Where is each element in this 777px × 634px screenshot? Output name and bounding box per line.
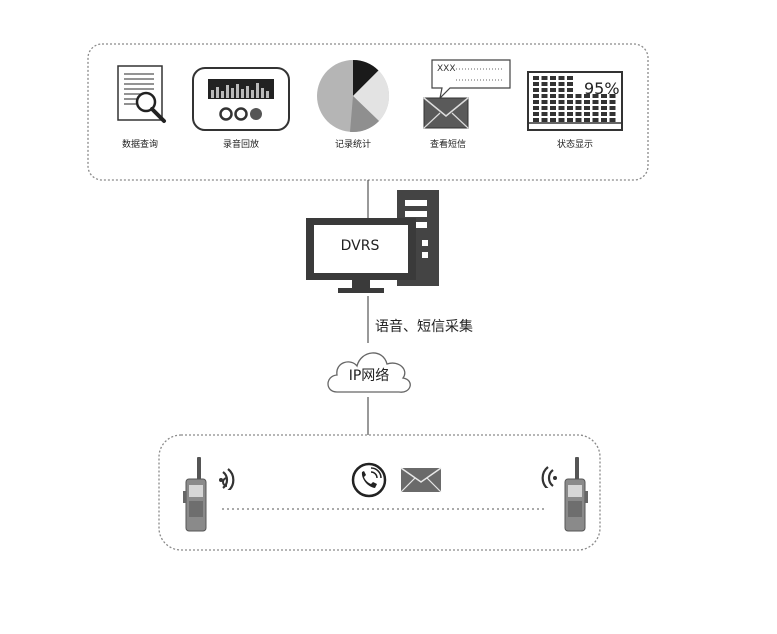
status-grid-cell [601,118,607,122]
walkie-talkie-icon [183,457,207,532]
status-percent: 95% [584,79,620,98]
status-grid-cell [567,82,573,86]
status-grid-cell [541,76,548,80]
statistics-label: 记录统计 [334,140,371,150]
status-grid-cell [533,112,539,116]
status-grid-cell [558,106,565,110]
status-grid-cell [558,82,565,86]
envelope-message-icon: XXX [423,59,511,129]
status-grid-cell [533,88,539,92]
status-grid-cell [609,112,616,116]
status-grid-cell [592,100,599,104]
status-grid-cell [592,94,599,98]
audio-player-icon [192,67,290,131]
status-grid-cell [584,100,590,104]
sms-view-label: 查看短信 [429,140,466,150]
status-grid-cell [533,76,539,80]
status-grid-cell [584,94,590,98]
data-query-label: 数据查询 [121,140,158,150]
status-grid-cell [567,118,573,122]
status-grid-cell [541,112,548,116]
status-grid-cell [575,106,582,110]
status-grid-cell [550,94,556,98]
status-grid-cell [550,76,556,80]
status-grid-cell [558,94,565,98]
status-grid-cell [533,82,539,86]
status-grid-cell [558,118,565,122]
phone-icon [351,462,387,498]
status-grid-cell [609,100,616,104]
status-grid-cell [550,106,556,110]
network-label: IP网络 [348,368,390,384]
link-caption: 语音、短信采集 [375,319,473,335]
status-label: 状态显示 [556,140,593,150]
status-grid-cell [567,76,573,80]
computer-server-icon [306,190,439,293]
status-grid-cell [567,106,573,110]
status-grid-cell [550,100,556,104]
signal-wave-icon [541,466,557,488]
status-grid-cell [541,88,548,92]
status-grid-cell [567,112,573,116]
status-grid-cell [550,118,556,122]
status-grid-cell [575,112,582,116]
status-grid-cell [541,94,548,98]
status-grid-cell [575,118,582,122]
status-grid-cell [550,88,556,92]
status-grid-cell [550,82,556,86]
status-grid-cell [601,112,607,116]
status-grid-cell [558,76,565,80]
status-grid-cell [541,100,548,104]
walkie-talkie-icon [564,457,588,532]
server-label: DVRS [340,238,380,254]
status-grid-cell [558,100,565,104]
status-grid-cell [558,112,565,116]
status-grid-cell [541,82,548,86]
status-grid-cell [609,94,616,98]
status-grid-cell [575,94,582,98]
status-grid-cell [567,100,573,104]
envelope-icon [400,467,442,493]
status-grid-icon: 95% [527,71,623,131]
status-grid-cell [533,100,539,104]
status-grid-cell [541,118,548,122]
status-grid-cell [533,118,539,122]
status-grid-cell [592,118,599,122]
status-grid-cell [601,106,607,110]
status-grid-cell [592,112,599,116]
status-grid-cell [584,118,590,122]
status-grid-cell [609,118,616,122]
status-grid-cell [541,106,548,110]
status-grid-cell [601,94,607,98]
playback-label: 录音回放 [222,140,259,150]
pie-chart-icon [317,59,390,133]
signal-wave-icon [219,468,235,490]
status-grid-cell [533,106,539,110]
status-grid-cell [558,88,565,92]
status-grid-cell [567,88,573,92]
status-grid-cell [601,100,607,104]
status-grid-cell [567,94,573,98]
sms-placeholder-text: XXX [437,64,456,74]
cloud-icon [327,352,411,393]
status-grid-cell [533,94,539,98]
status-grid-cell [609,106,616,110]
document-magnifier-icon [117,65,166,123]
status-grid-cell [592,106,599,110]
status-grid-cell [584,106,590,110]
status-grid-cell [550,112,556,116]
status-grid-cell [575,100,582,104]
status-grid-cell [584,112,590,116]
